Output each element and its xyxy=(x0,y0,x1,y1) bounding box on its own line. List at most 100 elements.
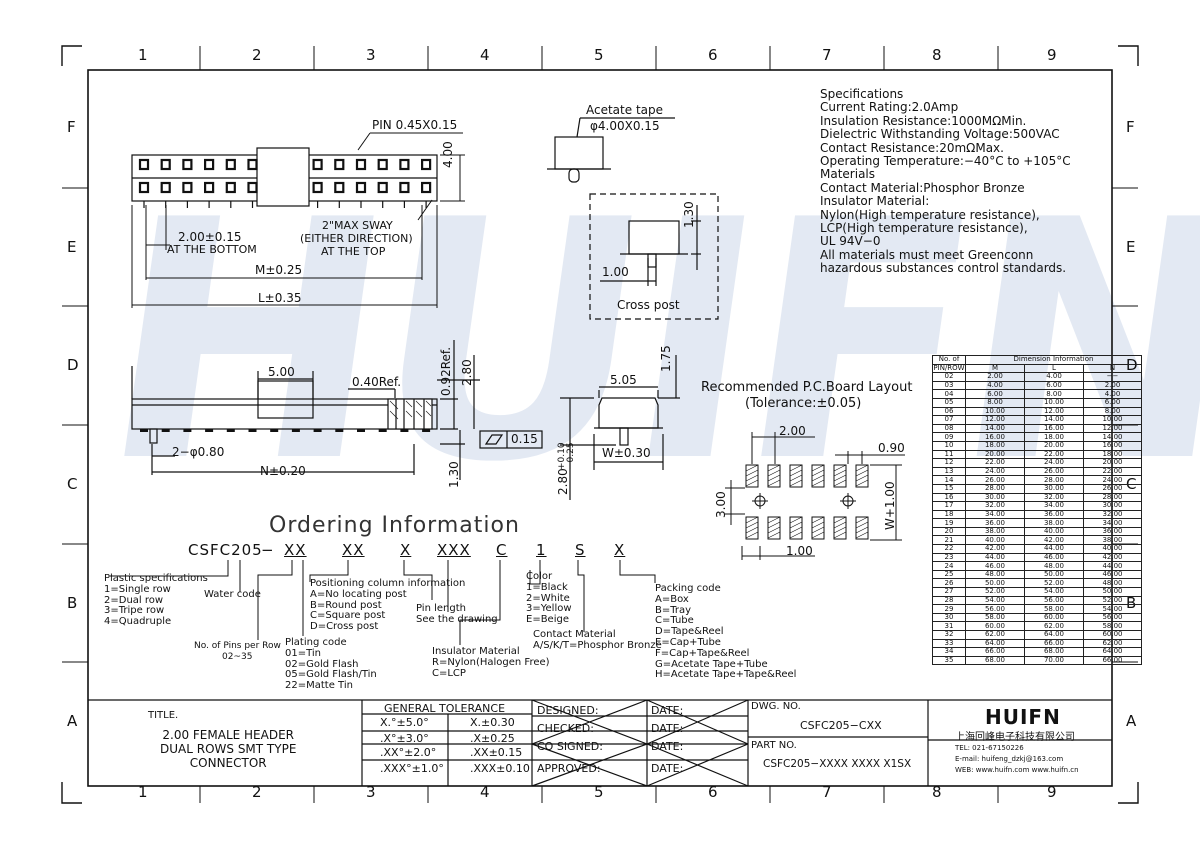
tape-size-label: φ4.00X0.15 xyxy=(590,119,660,133)
pin-pad xyxy=(225,158,236,171)
table-cell: 64.00 xyxy=(965,638,1025,649)
table-cell: 29 xyxy=(932,604,966,614)
grid-col-label: 8 xyxy=(932,783,942,801)
table-cell: 31 xyxy=(932,621,966,631)
order-line: Packing code xyxy=(655,583,721,594)
table-cell: 22.00 xyxy=(1083,466,1142,477)
table-cell: 18 xyxy=(932,509,966,520)
grid-row-label: B xyxy=(67,594,78,612)
order-line: E=Cap+Tube xyxy=(655,636,721,648)
table-cell: 50.00 xyxy=(1024,569,1084,580)
flatness-value: 0.15 xyxy=(511,432,538,446)
height-dim: 4.00 xyxy=(441,141,455,168)
pcb-pad-hatch xyxy=(811,474,825,482)
pcb-pad-hatch xyxy=(855,474,869,482)
order-line: Positioning column information xyxy=(310,578,466,589)
grid-col-label: 5 xyxy=(594,46,604,64)
table-cell: 33 xyxy=(932,638,966,649)
side-pin xyxy=(400,429,409,432)
side-pin xyxy=(226,429,235,432)
drawing-title: 2.00 FEMALE HEADER DUAL ROWS SMT TYPE CO… xyxy=(160,728,297,770)
table-cell: 54.00 xyxy=(1083,604,1142,614)
side-pin xyxy=(270,429,279,432)
table-cell: 22 xyxy=(932,544,966,554)
spec-line: Contact Resistance:20mΩMax. xyxy=(820,140,1004,155)
pin-pad xyxy=(247,181,258,194)
pcb-pad-hatch xyxy=(767,526,781,534)
pcb-pad-hatch xyxy=(833,516,847,524)
table-cell: 38.00 xyxy=(965,526,1025,537)
pcb-pad-hatch xyxy=(811,464,825,472)
table-cell: 46.00 xyxy=(965,561,1025,571)
table-cell: 26.00 xyxy=(965,475,1025,485)
table-cell: 52.00 xyxy=(1083,595,1142,606)
table-cell: 34.00 xyxy=(1024,501,1084,511)
order-code-part: − xyxy=(261,541,275,559)
order-line: Plastic specifications xyxy=(104,573,208,584)
table-cell: 62.00 xyxy=(965,630,1025,640)
pcb-pad-hatch xyxy=(767,464,781,472)
pcb-dim-2-00: 2.00 xyxy=(779,424,806,438)
table-cell: 13 xyxy=(932,466,966,477)
side-pin xyxy=(291,429,300,432)
spec-line: Current Rating:2.0Amp xyxy=(820,100,959,115)
spec-line: Materials xyxy=(820,167,876,182)
order-line: D=Cross post xyxy=(310,621,379,633)
spec-line: hazardous substances control standards. xyxy=(820,261,1067,276)
pcb-dim-0-90: 0.90 xyxy=(878,441,905,455)
table-cell: 14.00 xyxy=(1083,432,1142,442)
dim-2-80: 2.80 xyxy=(460,359,474,386)
table-cell: 28.00 xyxy=(965,483,1025,494)
title-label: TITLE. xyxy=(148,710,179,721)
table-cell: 50.00 xyxy=(965,578,1025,589)
sign-label: APPROVED: xyxy=(537,762,601,775)
table-cell: 68.00 xyxy=(965,655,1025,666)
table-cell: 34.00 xyxy=(965,509,1025,520)
pin-pad xyxy=(247,158,258,171)
pcb-pad-hatch xyxy=(833,479,847,487)
table-cell: 30.00 xyxy=(1024,483,1084,494)
pcb-pad-hatch xyxy=(811,526,825,534)
table-cell: 10 xyxy=(932,440,966,451)
table-cell: 26.00 xyxy=(1083,483,1142,494)
pcb-pad-hatch xyxy=(767,516,781,524)
tolerance-cell: X.±0.30 xyxy=(470,716,515,729)
order-line: 1=Black xyxy=(526,581,568,593)
order-line: A=No locating post xyxy=(310,588,407,600)
table-cell: 18.00 xyxy=(1024,432,1084,442)
table-cell: 6.00 xyxy=(965,389,1025,399)
pcb-pad-hatch xyxy=(767,521,781,529)
spec-line: Insulator Material: xyxy=(820,194,930,209)
order-line: Contact Material xyxy=(533,629,616,640)
pin-pad xyxy=(334,181,345,194)
table-cell: 02 xyxy=(932,372,966,382)
spec-line: Contact Material:Phosphor Bronze xyxy=(820,180,1025,195)
order-line: 02=Gold Flash xyxy=(285,658,359,670)
pcb-pad-hatch xyxy=(745,469,759,477)
pin-pad xyxy=(160,181,171,194)
grid-col-label: 6 xyxy=(708,783,718,801)
order-code-part: C xyxy=(496,541,508,559)
pcb-pad-hatch xyxy=(855,469,869,477)
side-pin xyxy=(248,429,257,432)
table-cell: −− xyxy=(1083,372,1142,382)
pcb-pad-hatch xyxy=(745,521,759,529)
table-cell: 70.00 xyxy=(1024,655,1084,666)
table-cell: 62.00 xyxy=(1083,638,1142,649)
table-cell: 30 xyxy=(932,612,966,623)
